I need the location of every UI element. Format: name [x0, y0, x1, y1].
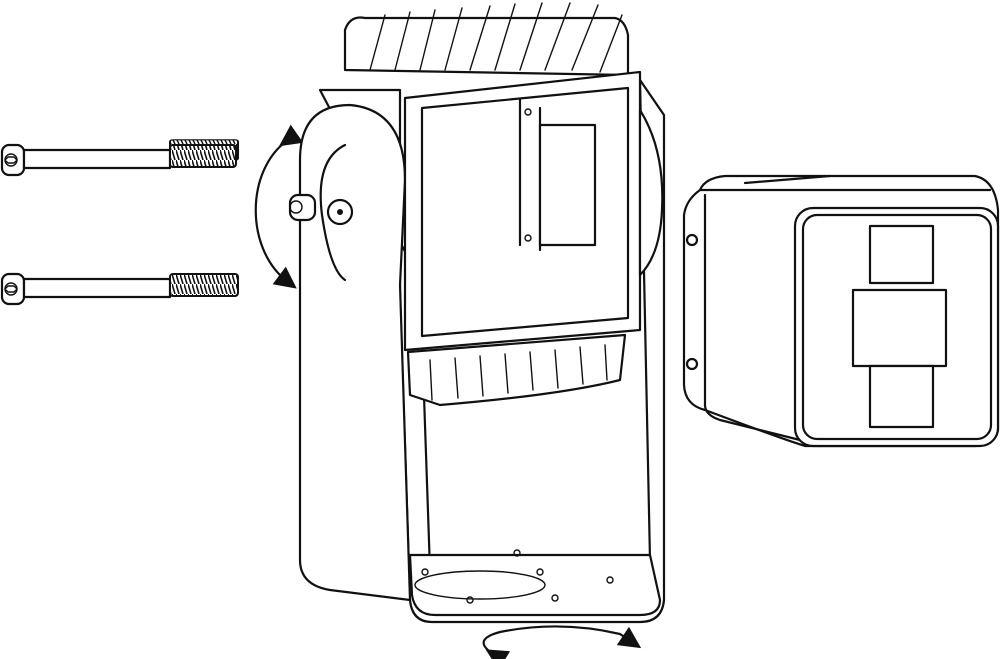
mounting-bracket — [288, 78, 666, 624]
heatsink-housing — [343, 2, 664, 407]
screw-bottom — [0, 272, 239, 306]
screw-top — [0, 139, 239, 177]
camera-module — [682, 174, 1000, 448]
tilt-arrow — [254, 124, 304, 289]
pan-arrow — [482, 625, 642, 659]
